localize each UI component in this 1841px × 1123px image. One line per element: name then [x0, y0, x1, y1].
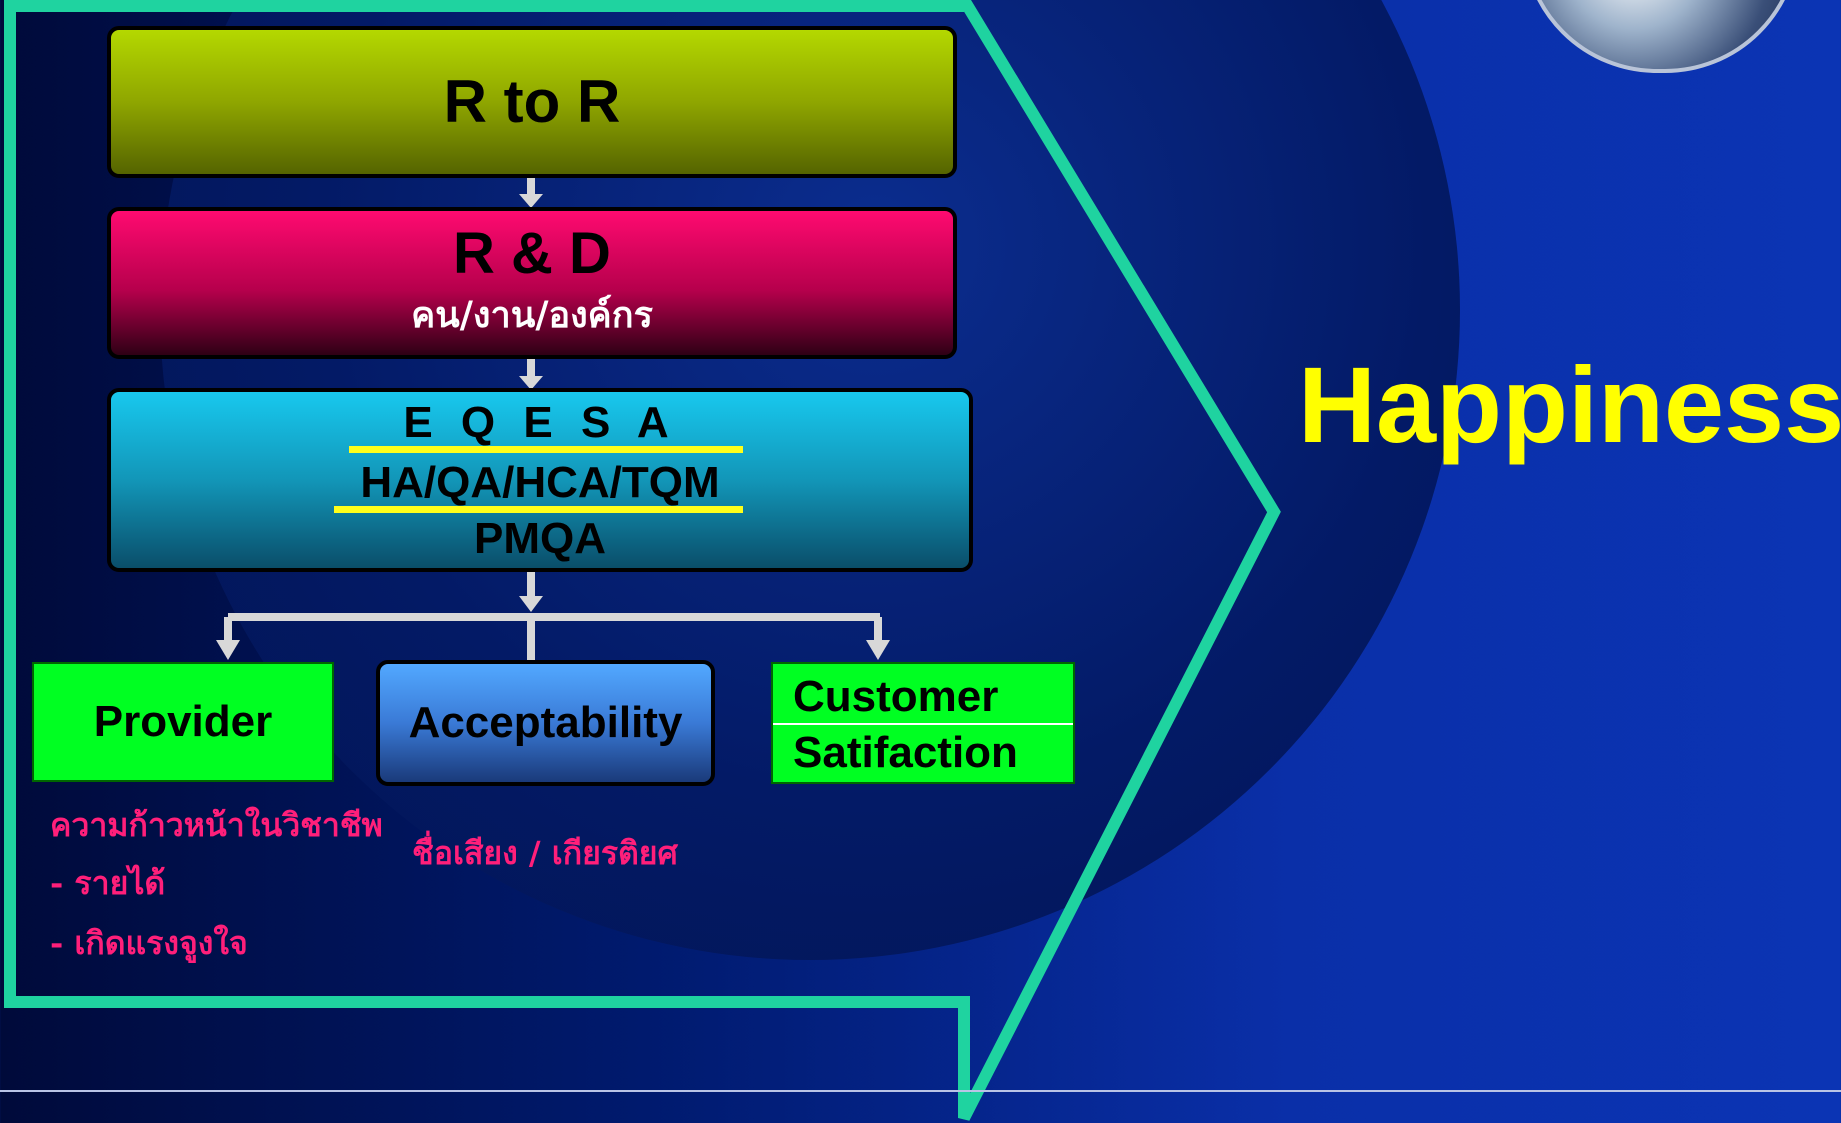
- box-provider: Provider: [32, 662, 334, 782]
- pmqa-line: PMQA: [474, 514, 606, 563]
- r-to-r-label: R to R: [443, 68, 621, 135]
- customer-divider: [773, 723, 1073, 725]
- acceptability-label: Acceptability: [408, 698, 683, 747]
- happiness-label: Happiness: [1298, 344, 1841, 465]
- satisfaction-label: Satifaction: [793, 728, 1018, 777]
- box-r-to-r: R to R: [107, 26, 957, 178]
- box-r-and-d: R & D คน/งาน/องค์กร: [107, 207, 957, 359]
- yellow-underline-2: [334, 506, 743, 513]
- box-eqesa: E Q E S A HA/QA/HCA/TQM PMQA: [107, 388, 973, 572]
- provider-label: Provider: [93, 697, 273, 746]
- connector-arrows: [216, 178, 890, 662]
- yellow-underline-1: [349, 446, 743, 453]
- provider-note-1: ความก้าวหน้าในวิชาชีพ: [50, 806, 383, 844]
- bottom-divider: [0, 1090, 1841, 1092]
- provider-note-3: - เกิดแรงจูงใจ: [50, 924, 248, 962]
- provider-note-2: - รายได้: [50, 864, 166, 902]
- r-and-d-title: R & D: [453, 221, 611, 286]
- r-and-d-subtitle: คน/งาน/องค์กร: [411, 294, 653, 336]
- eqesa-line: E Q E S A: [403, 398, 677, 447]
- box-customer-satisfaction: Customer Satifaction: [771, 662, 1075, 784]
- acceptability-note: ชื่อเสียง / เกียรติยศ: [412, 834, 678, 872]
- box-acceptability: Acceptability: [376, 660, 715, 786]
- customer-label: Customer: [793, 672, 999, 721]
- ha-qa-line: HA/QA/HCA/TQM: [360, 458, 720, 507]
